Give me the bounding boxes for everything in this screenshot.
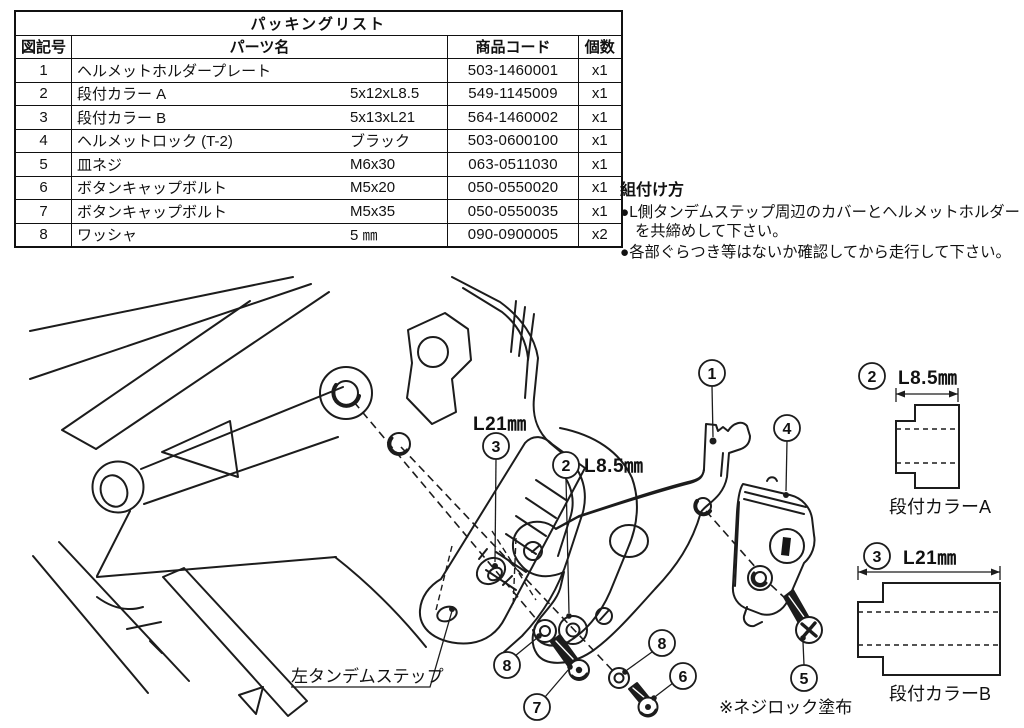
- part-spec: 5 ㎜: [350, 227, 378, 245]
- screw-lock-note: ※ネジロック塗布: [719, 697, 852, 717]
- callout-3: 3: [482, 432, 510, 460]
- detail-collar-a: 2 L8.5㎜ 段付カラーA: [858, 362, 991, 517]
- packing-list-title: パッキングリスト: [14, 10, 623, 36]
- cell-code: 090-0900005: [447, 222, 580, 248]
- cell-code: 503-1460001: [447, 58, 580, 83]
- table-title-row: パッキングリスト: [14, 10, 623, 36]
- part-name: ワッシャ: [77, 227, 138, 245]
- cell-no: 5: [14, 152, 73, 177]
- callout-7-number: 7: [533, 700, 542, 717]
- helmet-lock-art: [731, 476, 816, 628]
- table-row: 2 段付カラー A 5x12xL8.5 549-1145009 x1: [14, 81, 623, 106]
- table-header-row: 図記号 パーツ名 商品コード 個数: [14, 34, 623, 59]
- callouts: 1 3 2 4 8 7 8 6 5: [482, 359, 818, 721]
- table-row: 4 ヘルメットロック (T-2)ブラック 503-0600100 x1: [14, 128, 623, 153]
- cell-name: ボタンキャップボルト M5x35: [71, 199, 449, 224]
- cell-name: ボタンキャップボルト M5x20: [71, 175, 449, 200]
- cell-qty: x1: [578, 81, 623, 106]
- assembly-instructions: 組付け方 ●L側タンデムステップ周辺のカバーとヘルメットホルダーを共締めして下さ…: [620, 176, 1024, 264]
- dimension-label-l85: L8.5㎜: [584, 456, 644, 477]
- detail-b-callout-number: 3: [873, 549, 882, 566]
- cell-qty: x1: [578, 175, 623, 200]
- cell-name: 段付カラー A 5x12xL8.5: [71, 81, 449, 106]
- col-header-symbol: 図記号: [14, 34, 73, 59]
- detail-b-name: 段付カラーB: [889, 684, 991, 704]
- cell-qty: x1: [578, 199, 623, 224]
- callout-6-number: 6: [679, 669, 688, 686]
- table-row: 1 ヘルメットホルダープレート 503-1460001 x1: [14, 58, 623, 83]
- cell-no: 2: [14, 81, 73, 106]
- part-name: ボタンキャップボルト: [77, 180, 228, 198]
- callout-leader-lines: [291, 385, 805, 701]
- cell-no: 1: [14, 58, 73, 83]
- cell-code: 063-0511030: [447, 152, 580, 177]
- callout-4-number: 4: [783, 421, 792, 438]
- cell-name: ヘルメットホルダープレート: [71, 58, 449, 83]
- instruction-bullet-2: ●各部ぐらつき等はないか確認してから走行して下さい。: [620, 244, 1011, 262]
- packing-list-table: パッキングリスト 図記号 パーツ名 商品コード 個数 1 ヘルメットホルダープレ…: [14, 10, 623, 248]
- callout-8-number: 8: [658, 636, 667, 653]
- callout-5: 5: [790, 664, 818, 692]
- cell-qty: x1: [578, 58, 623, 83]
- part-spec: ブラック: [350, 133, 411, 151]
- cell-qty: x2: [578, 222, 623, 248]
- part-spec: 5x12xL8.5: [350, 85, 420, 103]
- detail-collar-b: 3 L21㎜ 段付カラーB: [857, 542, 1001, 704]
- detail-a-dimension: L8.5㎜: [898, 368, 958, 389]
- fasteners-art: [475, 548, 823, 718]
- table-row: 8 ワッシャ 5 ㎜ 090-0900005 x2: [14, 222, 623, 248]
- cell-qty: x1: [578, 128, 623, 153]
- part-spec: 5x13xL21: [350, 108, 416, 126]
- left-tandem-step-label: 左タンデムステップ: [291, 666, 444, 686]
- cell-no: 6: [14, 175, 73, 200]
- part-name: ヘルメットホルダープレート: [77, 62, 272, 80]
- cell-name: ワッシャ 5 ㎜: [71, 222, 449, 248]
- part-spec: M5x20: [350, 179, 396, 197]
- cell-code: 050-0550035: [447, 199, 580, 224]
- part-name: ボタンキャップボルト: [77, 203, 228, 221]
- part-spec: M6x30: [350, 155, 396, 173]
- callout-7: 7: [523, 693, 551, 721]
- motorcycle-frame-art: [29, 276, 638, 717]
- callout-3-number: 3: [492, 439, 501, 456]
- part-name: ヘルメットロック (T-2): [77, 133, 233, 151]
- detail-b-dimension: L21㎜: [903, 548, 957, 569]
- callout-8-number: 8: [503, 658, 512, 675]
- callout-6: 6: [669, 662, 697, 690]
- helmet-holder-plate-art: [512, 421, 751, 664]
- part-name: 皿ネジ: [77, 156, 123, 174]
- cell-code: 549-1145009: [447, 81, 580, 106]
- part-spec: M5x35: [350, 202, 396, 220]
- part-name: 段付カラー A: [77, 86, 167, 104]
- callout-1: 1: [698, 359, 726, 387]
- callout-5-number: 5: [800, 671, 809, 688]
- instruction-bullet-1: ●L側タンデムステップ周辺のカバーとヘルメットホルダーを共締めして下さい。: [620, 204, 1020, 241]
- dimension-label-l21: L21㎜: [473, 414, 527, 435]
- callout-8-right: 8: [648, 629, 676, 657]
- detail-a-name: 段付カラーA: [889, 497, 991, 517]
- cell-code: 564-1460002: [447, 105, 580, 130]
- callout-4: 4: [773, 414, 801, 442]
- part-name: 段付カラー B: [77, 109, 167, 127]
- assembly-axis-lines: [353, 401, 788, 673]
- callout-2-number: 2: [562, 458, 571, 475]
- callout-2: 2: [552, 451, 580, 479]
- instructions-heading: 組付け方: [620, 182, 685, 199]
- detail-a-callout-number: 2: [868, 369, 877, 386]
- cell-no: 8: [14, 222, 73, 248]
- callout-8-left: 8: [493, 651, 521, 679]
- callout-1-number: 1: [708, 366, 717, 383]
